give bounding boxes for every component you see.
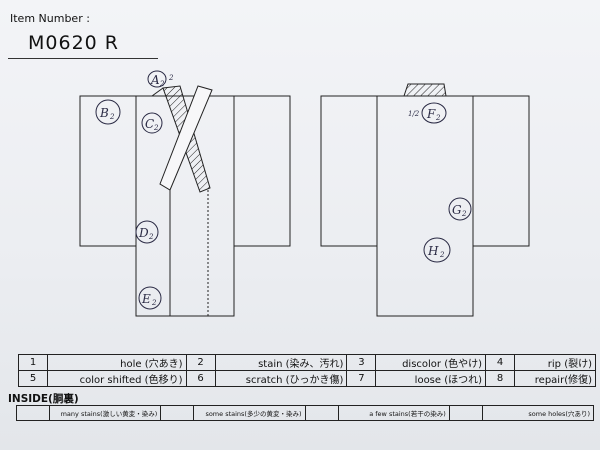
back-collar-hatched — [403, 83, 447, 97]
inside-option: some stains(多少の黄変・染み) — [194, 406, 306, 420]
svg-text:2: 2 — [439, 251, 445, 259]
marker-b: B 2 — [95, 99, 121, 125]
inside-option: many stains(激しい黄変・染み) — [50, 406, 162, 420]
svg-text:2: 2 — [148, 233, 154, 241]
legend-label: color shifted (色移り) — [47, 370, 187, 387]
svg-text:2: 2 — [461, 210, 467, 218]
svg-text:C: C — [145, 117, 154, 131]
svg-text:B: B — [99, 106, 109, 120]
back-left-sleeve — [320, 95, 378, 247]
inside-checkbox — [306, 406, 339, 420]
marker-a: A 2 2 — [147, 70, 174, 88]
legend-label: scratch (ひっかき傷) — [214, 370, 348, 387]
legend-label: repair(修復) — [514, 370, 596, 387]
legend-num: 6 — [185, 370, 216, 387]
legend-label: discolor (色やけ) — [375, 354, 487, 371]
legend-label: loose (ほつれ) — [375, 370, 487, 387]
legend-label: rip (裂け) — [514, 354, 596, 371]
svg-text:F: F — [426, 107, 436, 121]
inside-checkbox — [17, 406, 50, 420]
legend-num: 1 — [18, 354, 48, 371]
back-view-diagram — [320, 83, 530, 317]
inside-option: some holes(穴あり) — [528, 410, 590, 418]
inside-checkbox — [450, 406, 483, 420]
svg-text:2: 2 — [153, 124, 159, 132]
svg-text:1/2: 1/2 — [408, 110, 420, 118]
back-right-sleeve — [472, 95, 530, 247]
item-number-underline — [8, 58, 158, 59]
marker-h: H 2 — [423, 237, 451, 263]
svg-text:2: 2 — [435, 114, 441, 122]
svg-text:G: G — [452, 203, 462, 217]
front-view-diagram — [79, 85, 291, 317]
legend-num: 2 — [185, 354, 216, 371]
front-collar-overlap — [159, 85, 213, 191]
damage-legend-table: 1 hole (穴あき) 2 stain (染み、汚れ) 3 discolor … — [18, 354, 596, 387]
marker-c: C 2 — [141, 112, 163, 134]
marker-e: E 2 — [138, 286, 162, 310]
front-right-sleeve — [233, 95, 291, 247]
item-number-label: Item Number : — [10, 12, 90, 25]
inside-label: INSIDE(胴裏) — [8, 393, 79, 405]
svg-text:A: A — [150, 73, 160, 87]
front-collar-edge — [151, 87, 164, 97]
legend-num: 8 — [485, 370, 516, 387]
marker-g: G 2 — [448, 197, 472, 221]
legend-label: stain (染み、汚れ) — [214, 354, 348, 371]
legend-row: 1 hole (穴あき) 2 stain (染み、汚れ) 3 discolor … — [18, 354, 596, 371]
legend-num: 4 — [485, 354, 516, 371]
svg-text:2: 2 — [109, 113, 115, 121]
svg-text:H: H — [427, 244, 439, 258]
damage-markers: A 2 2 B 2 C 2 D 2 E 2 — [95, 70, 472, 310]
marker-f: F 2 1/2 — [408, 102, 447, 124]
legend-num: 7 — [346, 370, 377, 387]
inside-checkbox — [161, 406, 195, 420]
inside-lining-row: many stains(激しい黄変・染み) some stains(多少の黄変・… — [16, 405, 594, 421]
svg-text:D: D — [138, 226, 149, 240]
svg-text:2: 2 — [168, 74, 174, 82]
svg-text:E: E — [141, 292, 151, 306]
legend-num: 3 — [346, 354, 377, 371]
legend-num: 5 — [18, 370, 48, 387]
svg-text:2: 2 — [159, 80, 165, 88]
marker-d: D 2 — [135, 220, 159, 244]
svg-text:2: 2 — [151, 299, 157, 307]
item-number-value: M0620 R — [28, 32, 119, 54]
legend-row: 5 color shifted (色移り) 6 scratch (ひっかき傷) … — [18, 370, 596, 387]
inside-option: a few stains(若干の染み) — [339, 406, 450, 420]
legend-label: hole (穴あき) — [47, 354, 187, 371]
